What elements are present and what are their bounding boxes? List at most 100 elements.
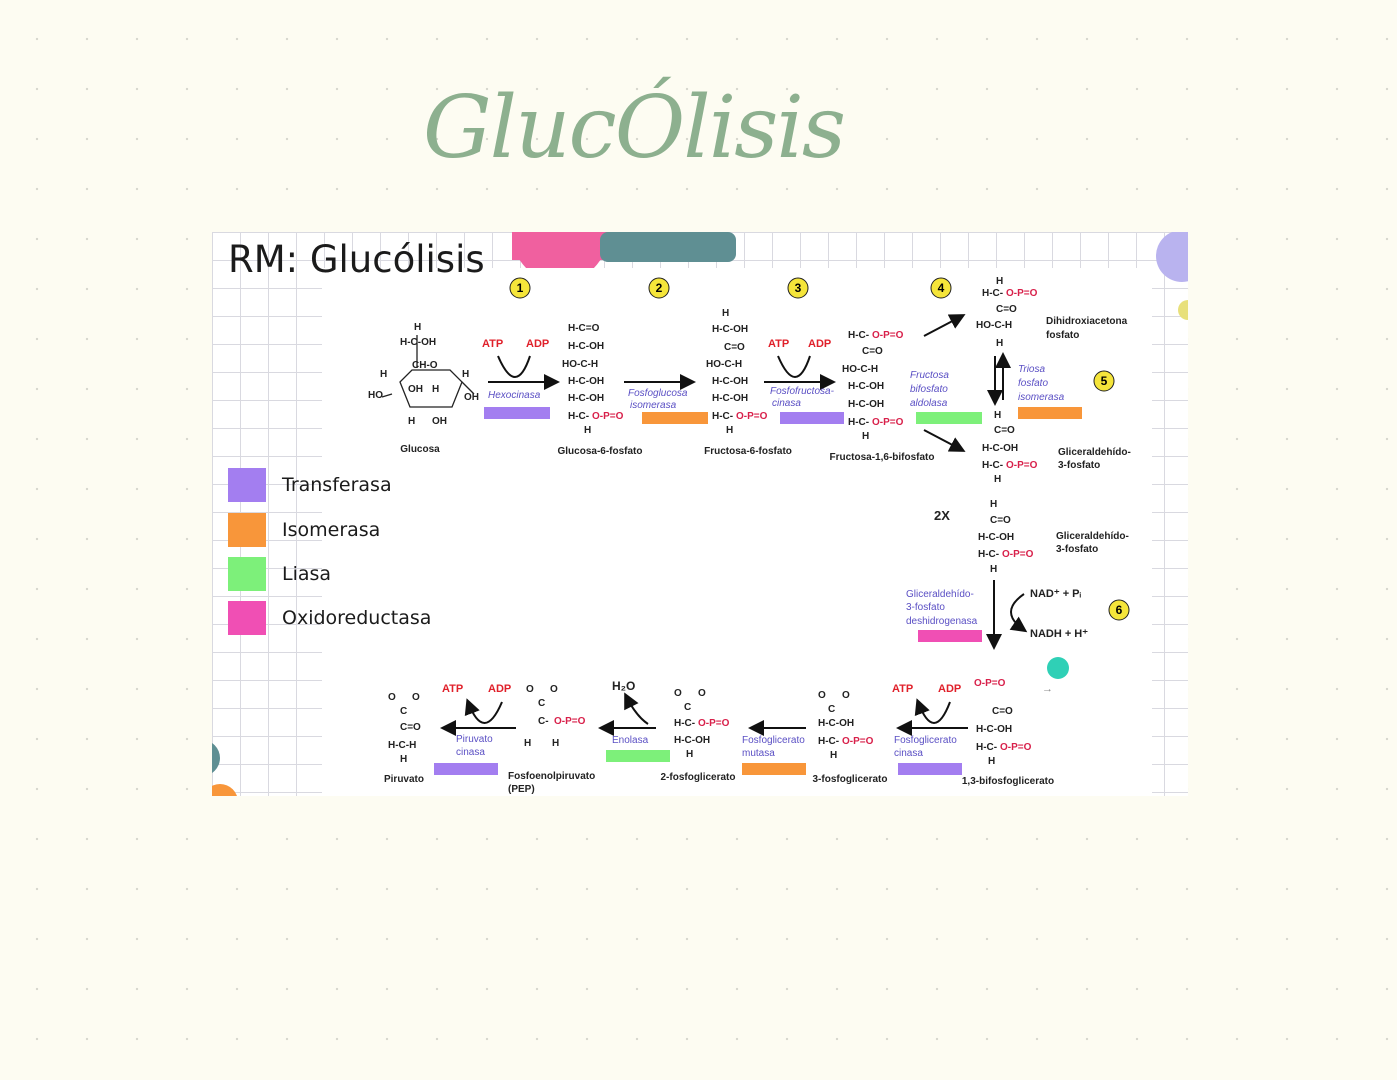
compound-label-dhap-1: Dihidroxiacetona <box>1046 316 1128 327</box>
svg-text:O: O <box>526 684 534 695</box>
compound-label-bpg: 1,3-bifosfoglicerato <box>962 776 1054 787</box>
step-number-6: 6 <box>1116 603 1123 617</box>
enzyme-cinasa-7: cinasa <box>894 748 923 759</box>
cofactor-h2o: H₂O <box>612 679 635 693</box>
svg-text:H-C-OH: H-C-OH <box>568 376 604 387</box>
svg-text:H: H <box>996 276 1003 287</box>
page-title: GlucÓlisis <box>422 78 846 178</box>
small-arrow-icon: → <box>1042 683 1053 695</box>
cofactor-adp-10: ADP <box>488 683 511 695</box>
svg-text:HO-C-H: HO-C-H <box>706 359 742 370</box>
svg-text:H: H <box>722 308 729 319</box>
svg-text:O-P=O: O-P=O <box>842 736 874 747</box>
multiplier-2x: 2X <box>934 508 950 523</box>
legend-swatch <box>228 513 266 547</box>
svg-text:C: C <box>684 702 691 713</box>
svg-text:C=O: C=O <box>400 722 421 733</box>
svg-text:O-P=O: O-P=O <box>736 411 768 422</box>
step-number-3: 3 <box>795 281 802 295</box>
compound-label-f6p: Fructosa-6-fosfato <box>704 446 792 457</box>
svg-text:OH: OH <box>464 392 479 403</box>
g3p-structure: H C=O H-C-OH H-C- O-P=O H <box>982 410 1038 485</box>
step-7-reaction: ATP ADP Fosfoglicerato cinasa <box>892 683 968 775</box>
step-2-reaction: Fosfoglucosa isomerasa <box>624 374 708 424</box>
svg-text:CH-O: CH-O <box>412 360 438 371</box>
enzyme-mutasa: mutasa <box>742 748 775 759</box>
svg-text:H: H <box>862 431 869 442</box>
compound-label-g3p-2: 3-fosfato <box>1058 460 1100 471</box>
bpg-structure: O-P=O C=O H-C-OH H-C- O-P=O H <box>974 678 1032 767</box>
enzyme-tag-liasa <box>916 412 982 424</box>
step-badge-2 <box>648 277 670 299</box>
svg-text:H: H <box>524 738 531 749</box>
svg-text:C=O: C=O <box>992 706 1013 717</box>
step-6-reaction: NAD⁺ + Pᵢ NADH + H⁺ Gliceraldehído- 3-fo… <box>906 580 1088 650</box>
svg-text:O-P=O: O-P=O <box>974 678 1006 689</box>
svg-text:H-C-OH: H-C-OH <box>568 393 604 404</box>
svg-text:O-P=O: O-P=O <box>1002 549 1034 560</box>
legend-item-isomerasa: Isomerasa <box>228 513 380 547</box>
svg-text:C: C <box>828 704 835 715</box>
svg-text:H: H <box>994 474 1001 485</box>
f16bp-structure: H-C- O-P=O C=O HO-C-H H-C-OH H-C-OH H-C-… <box>842 330 904 442</box>
svg-text:H-C-OH: H-C-OH <box>848 399 884 410</box>
glucosa-structure <box>381 335 475 408</box>
legend-item-transferasa: Transferasa <box>228 468 392 502</box>
legend-swatch <box>228 601 266 635</box>
svg-text:H-C-OH: H-C-OH <box>712 324 748 335</box>
svg-text:C=O: C=O <box>994 425 1015 436</box>
svg-text:H-C-: H-C- <box>982 288 1003 299</box>
svg-text:HO: HO <box>368 390 383 401</box>
svg-text:HO-C-H: HO-C-H <box>562 359 598 370</box>
step-10-reaction: ATP ADP Piruvato cinasa <box>434 683 516 775</box>
svg-text:H: H <box>408 416 415 427</box>
svg-text:O: O <box>412 692 420 703</box>
svg-text:O: O <box>388 692 396 703</box>
cofactor-adp-3: ADP <box>808 338 831 350</box>
compound-label-dhap-2: fosfato <box>1046 330 1079 341</box>
step-number-4: 4 <box>938 281 945 295</box>
svg-text:H-C-OH: H-C-OH <box>712 376 748 387</box>
legend-label: Transferasa <box>282 474 392 496</box>
svg-text:H-C-OH: H-C-OH <box>818 718 854 729</box>
svg-text:H-C-OH: H-C-OH <box>976 724 1012 735</box>
svg-text:O-P=O: O-P=O <box>1000 742 1032 753</box>
enzyme-gliceraldehido: Gliceraldehído- <box>906 589 974 600</box>
step-badge-1 <box>509 277 531 299</box>
enzyme-fructosa: Fructosa <box>910 370 949 381</box>
svg-text:O-P=O: O-P=O <box>592 411 624 422</box>
step-badge-4 <box>930 277 952 299</box>
svg-text:H-C-: H-C- <box>712 411 733 422</box>
compound-label-pg3: 3-fosfoglicerato <box>812 774 887 785</box>
svg-text:O: O <box>698 688 706 699</box>
enzyme-fosfoglicerato-8: Fosfoglicerato <box>742 735 805 746</box>
legend-label: Oxidoreductasa <box>282 607 432 629</box>
cofactor-atp-3: ATP <box>768 338 789 350</box>
compound-label-g3p-3: Gliceraldehído- <box>1056 531 1129 542</box>
g6p-structure: H-C=O H-C-OH HO-C-H H-C-OH H-C-OH H-C- O… <box>562 323 624 436</box>
orange-corner-blob <box>212 784 237 796</box>
svg-text:C=O: C=O <box>990 515 1011 526</box>
f6p-structure: H H-C-OH C=O HO-C-H H-C-OH H-C-OH H-C- O… <box>706 308 768 436</box>
svg-text:H-C=O: H-C=O <box>568 323 600 334</box>
compound-label-pep-1: Fosfoenolpiruvato <box>508 771 595 782</box>
enzyme-fosfofructosa: Fosfofructosa- <box>770 386 835 397</box>
enzyme-bifosfato: bifosfato <box>910 384 948 395</box>
svg-text:H: H <box>988 756 995 767</box>
teal-blob <box>600 232 736 262</box>
enzyme-fosfoglucosa: Fosfoglucosa <box>628 388 688 399</box>
svg-text:H: H <box>462 369 469 380</box>
svg-text:O: O <box>842 690 850 701</box>
teal-corner-blob <box>212 743 220 773</box>
svg-text:OH: OH <box>408 384 423 395</box>
svg-text:O-P=O: O-P=O <box>1006 460 1038 471</box>
svg-text:O: O <box>550 684 558 695</box>
enzyme-tag-transferasa <box>484 407 550 419</box>
step-number-2: 2 <box>656 281 663 295</box>
enzyme-tag-transferasa <box>898 763 962 775</box>
svg-text:H-C-OH: H-C-OH <box>982 443 1018 454</box>
step-number-1: 1 <box>517 281 524 295</box>
cofactor-nadh: NADH + H⁺ <box>1030 628 1088 640</box>
svg-text:C: C <box>538 698 545 709</box>
